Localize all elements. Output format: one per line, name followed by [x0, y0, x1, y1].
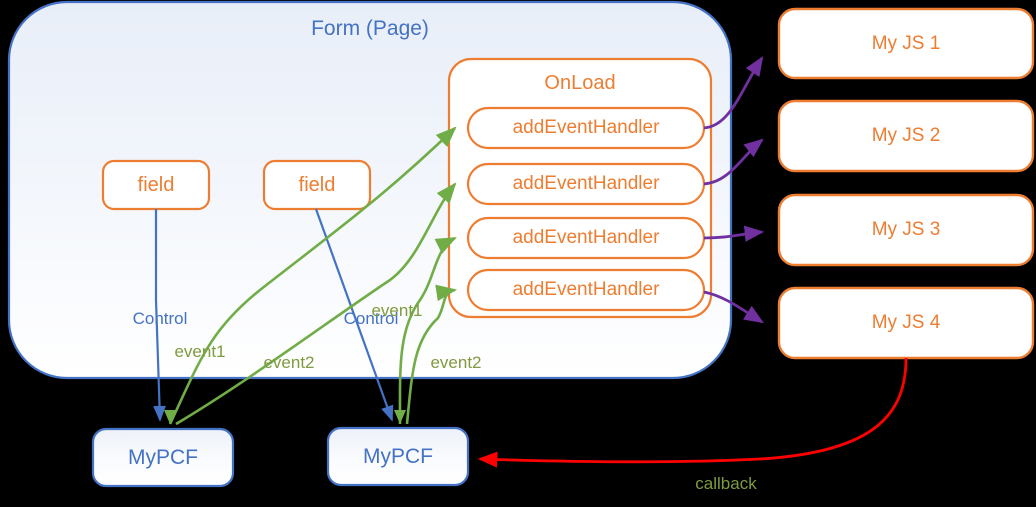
event2-connector-b [405, 284, 458, 425]
callback-connector [477, 357, 908, 468]
event-arrowhead-into-pcf-2 [394, 410, 406, 424]
event1-connector-b [398, 236, 457, 425]
event-arrowhead-into-pcf-1 [164, 410, 176, 424]
event2-connector-a [175, 182, 457, 426]
field-box-1[interactable] [101, 159, 211, 211]
js-connector-4 [703, 290, 764, 324]
my-js-box-3[interactable] [777, 193, 1035, 267]
event1-connector-a [168, 126, 457, 425]
control-connector-2 [314, 208, 394, 422]
js-connector-1 [703, 56, 764, 130]
add-event-handler-box-3[interactable] [466, 216, 706, 260]
my-js-box-1[interactable] [777, 7, 1035, 80]
add-event-handler-box-1[interactable] [466, 106, 706, 150]
my-js-box-4[interactable] [777, 286, 1035, 360]
my-pcf-box-1[interactable] [91, 427, 235, 488]
js-connector-3 [703, 225, 765, 242]
control-connector-1 [153, 209, 166, 422]
my-js-box-2[interactable] [777, 99, 1035, 173]
js-connector-2 [703, 138, 764, 186]
add-event-handler-box-2[interactable] [466, 162, 706, 206]
field-box-2[interactable] [262, 159, 372, 211]
add-event-handler-box-4[interactable] [466, 268, 706, 312]
my-pcf-box-2[interactable] [326, 426, 470, 487]
